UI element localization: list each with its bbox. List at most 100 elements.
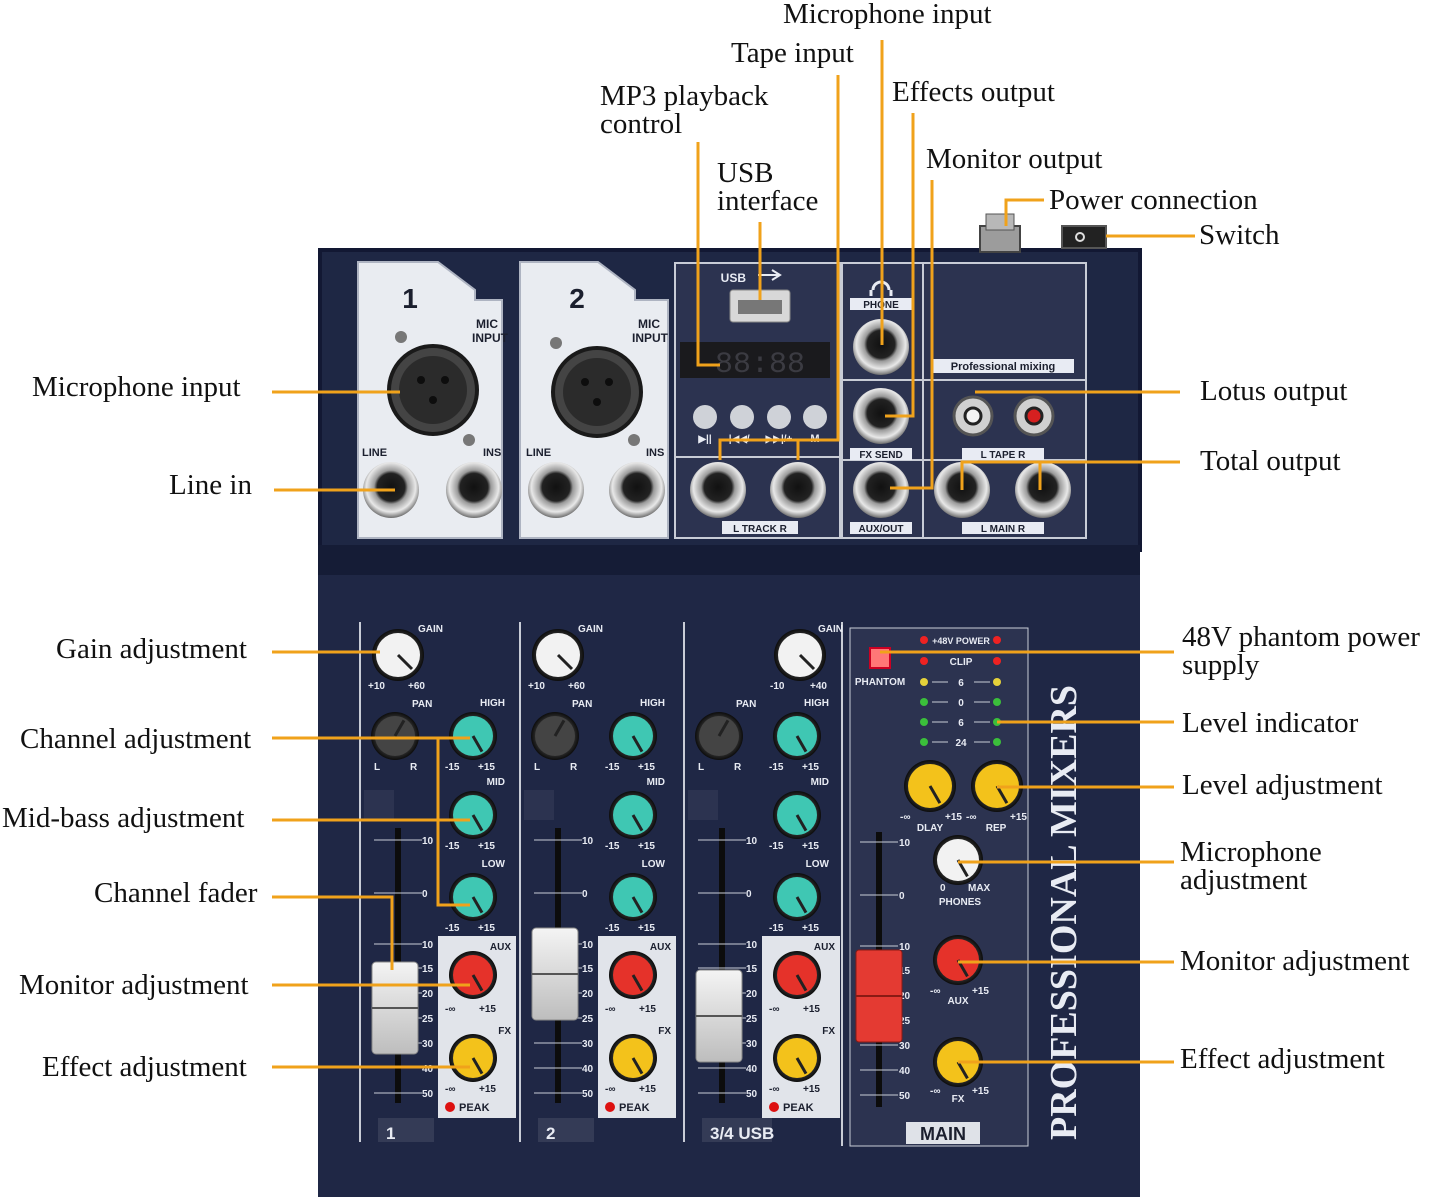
fx-knob-3[interactable] <box>773 1034 821 1082</box>
low-knob-1[interactable] <box>449 873 497 921</box>
fader-scale-2-1: 0 <box>582 889 588 900</box>
label-switch: Switch <box>1199 219 1280 251</box>
label-microphone-input-left: Microphone input <box>32 371 241 403</box>
meter-mark-3: 24 <box>955 738 967 749</box>
high-label-2: HIGH <box>640 698 665 709</box>
main-fader-scale-7: 40 <box>899 1066 911 1077</box>
leader-line-21 <box>960 460 1040 490</box>
gain-knob-1[interactable] <box>372 629 424 681</box>
fader-scale-3-0: 10 <box>746 836 758 847</box>
aux-min-3: -∞ <box>769 1004 779 1015</box>
fader-scale-1-1: 0 <box>422 889 428 900</box>
main-fader-scale-0: 10 <box>899 838 911 849</box>
low-min-1: -15 <box>445 923 460 934</box>
aux-label-2: AUX <box>650 942 671 953</box>
fader-scale-1-2: 10 <box>422 940 434 951</box>
ch1-line-label: LINE <box>362 447 387 459</box>
svg-text:MIC: MIC <box>638 317 660 331</box>
phone-jack[interactable] <box>853 319 909 375</box>
low-max-3: +15 <box>802 923 819 934</box>
fader-scale-1-4: 20 <box>422 989 434 1000</box>
gain-knob-2[interactable] <box>532 629 584 681</box>
peak-led-1 <box>445 1102 455 1112</box>
fx-send-jack[interactable] <box>853 388 909 444</box>
ch2-line-label: LINE <box>526 447 551 459</box>
fx-max-3: +15 <box>803 1084 820 1095</box>
fader-scale-1-7: 40 <box>422 1064 434 1075</box>
main-r-jack[interactable] <box>1015 462 1071 518</box>
pan-knob-1[interactable] <box>371 712 419 760</box>
dlay-knob[interactable] <box>904 760 956 812</box>
aux-knob-3[interactable] <box>773 951 821 999</box>
high-knob-2[interactable] <box>609 712 657 760</box>
usb-label: USB <box>721 271 747 285</box>
phones-label: PHONES <box>939 897 982 908</box>
mp3-mode-button[interactable] <box>803 405 827 429</box>
mid-knob-2[interactable] <box>609 791 657 839</box>
ch2-ins-jack[interactable] <box>609 462 665 518</box>
low-min-3: -15 <box>769 923 784 934</box>
aux-knob-1[interactable] <box>449 951 497 999</box>
meter-led-r-0 <box>993 678 1001 686</box>
label-monitor-output: Monitor output <box>926 143 1103 175</box>
ch1-ins-jack[interactable] <box>446 462 502 518</box>
main-out-label: L MAIN R <box>981 524 1026 535</box>
fx-label-2: FX <box>658 1026 671 1037</box>
low-knob-3[interactable] <box>773 873 821 921</box>
aux-out-jack[interactable] <box>853 462 909 518</box>
mid-knob-3[interactable] <box>773 791 821 839</box>
track-r-jack[interactable] <box>770 462 826 518</box>
leader-line-6 <box>890 180 934 490</box>
label-usb-interface: USB interface <box>717 157 819 217</box>
pan-label-2: PAN <box>572 699 592 710</box>
fx-knob-1[interactable] <box>449 1034 497 1082</box>
mp3-play-pause-button[interactable] <box>693 405 717 429</box>
mp3-next-button[interactable] <box>767 405 791 429</box>
pan-knob-3[interactable] <box>695 712 743 760</box>
aux-knob-2[interactable] <box>609 951 657 999</box>
ch1-mic-input-line2: INPUT <box>472 331 509 345</box>
label-tape-input: Tape input <box>731 37 854 69</box>
leader-line-4 <box>885 113 915 418</box>
pan-l-1: L <box>374 762 380 773</box>
meter-led-l-3 <box>920 738 928 746</box>
peak-led-3 <box>769 1102 779 1112</box>
gain-max-1: +60 <box>408 681 425 692</box>
fader-scale-3-2: 10 <box>746 940 758 951</box>
main-badge <box>906 1122 980 1144</box>
ch1-ins-label: INS <box>483 447 501 459</box>
main-fader-scale-1: 0 <box>899 891 905 902</box>
mid-label-3: MID <box>811 777 829 788</box>
fader-scale-3-5: 25 <box>746 1014 758 1025</box>
label-gain-adjustment: Gain adjustment <box>56 633 247 665</box>
gain-max-3: +40 <box>810 681 827 692</box>
low-knob-2[interactable] <box>609 873 657 921</box>
high-knob-1[interactable] <box>449 712 497 760</box>
fader-scale-2-7: 40 <box>582 1064 594 1075</box>
mp3-prev-button[interactable] <box>730 405 754 429</box>
track-l-jack[interactable] <box>690 462 746 518</box>
fx-knob-2[interactable] <box>609 1034 657 1082</box>
gain-knob-3[interactable] <box>774 629 826 681</box>
mid-min-1: -15 <box>445 841 460 852</box>
meter-led-l-2 <box>920 718 928 726</box>
ch2-line-jack[interactable] <box>528 462 584 518</box>
clip-label: CLIP <box>950 657 973 668</box>
leader-line-2 <box>718 438 838 460</box>
strip-number-2: 2 <box>546 1124 555 1143</box>
low-max-2: +15 <box>638 923 655 934</box>
fader-scale-2-3: 15 <box>582 964 594 975</box>
phones-knob[interactable] <box>933 835 983 885</box>
main-aux-knob[interactable] <box>933 935 983 985</box>
mid-max-2: +15 <box>638 841 655 852</box>
gain-min-2: +10 <box>528 681 545 692</box>
main-aux-min: -∞ <box>930 986 940 997</box>
high-knob-3[interactable] <box>773 712 821 760</box>
fx-send-label: FX SEND <box>859 450 902 461</box>
rep-label: REP <box>986 823 1007 834</box>
aux-label-1: AUX <box>490 942 511 953</box>
phones-min-label: 0 <box>940 883 946 894</box>
mid-knob-1[interactable] <box>449 791 497 839</box>
pan-knob-2[interactable] <box>531 712 579 760</box>
